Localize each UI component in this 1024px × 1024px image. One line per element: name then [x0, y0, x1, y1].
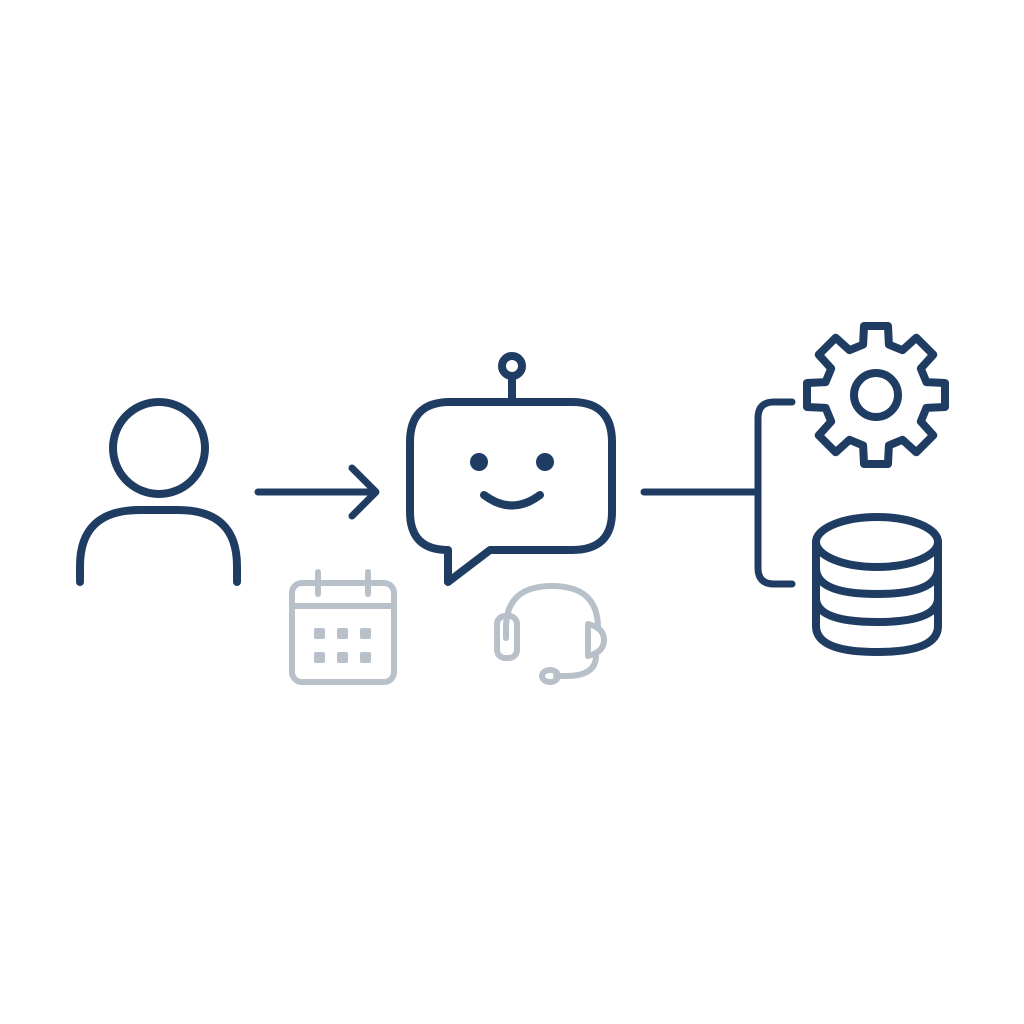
chatbot-right-eye	[536, 453, 554, 471]
database-ring-1	[812, 564, 942, 598]
chatbot-left-eye	[470, 453, 488, 471]
chatbot-icon	[406, 352, 616, 586]
arrow-head	[348, 464, 380, 520]
user-icon	[76, 398, 241, 586]
chatbot-speech-bubble	[406, 398, 616, 586]
user-body	[76, 506, 241, 586]
calendar-days	[314, 628, 371, 663]
gear-icon	[803, 322, 949, 468]
user-to-chatbot-arrow	[254, 464, 380, 520]
database-body	[812, 538, 942, 656]
chatbot-to-services-connector	[640, 398, 796, 588]
chatbot-smile	[480, 491, 544, 510]
headset-left-earcup	[494, 613, 520, 661]
headset-right-earcup	[585, 621, 607, 659]
headset-band	[503, 583, 601, 641]
headset-icon	[494, 583, 607, 685]
database-ring-2	[812, 594, 942, 626]
headset-mic	[539, 667, 561, 685]
user-head	[109, 398, 209, 498]
gear-outline	[803, 322, 949, 468]
calendar-frame	[289, 580, 397, 685]
database-icon	[812, 513, 942, 656]
gear-hub	[850, 369, 902, 421]
database-top	[812, 513, 942, 571]
branch-bracket	[754, 398, 796, 588]
calendar-icon	[289, 569, 397, 685]
headset-mic-boom	[553, 653, 599, 679]
